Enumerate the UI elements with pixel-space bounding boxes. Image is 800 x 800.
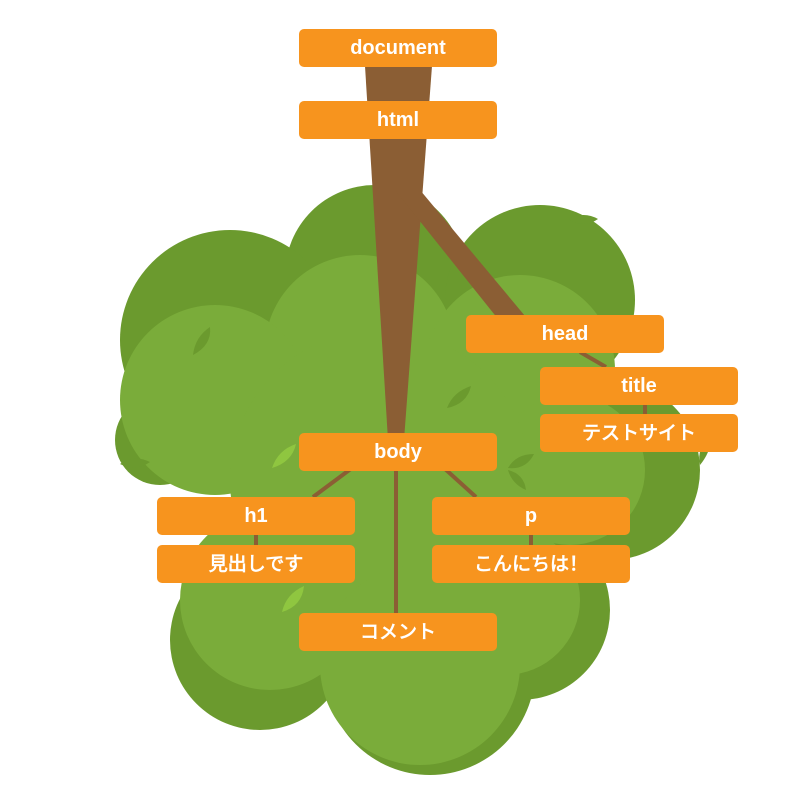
node-title-text: テストサイト bbox=[540, 414, 738, 452]
leaf-decorations bbox=[120, 215, 712, 727]
tree-trunk bbox=[365, 66, 530, 440]
node-head: head bbox=[466, 315, 664, 353]
node-h1: h1 bbox=[157, 497, 355, 535]
node-html: html bbox=[299, 101, 497, 139]
leaf-highlights bbox=[272, 444, 304, 612]
node-body: body bbox=[299, 433, 497, 471]
node-comment: コメント bbox=[299, 613, 497, 651]
node-document: document bbox=[299, 29, 497, 67]
tree-branches bbox=[254, 350, 647, 613]
node-p-text: こんにちは！ bbox=[432, 545, 630, 583]
node-p: p bbox=[432, 497, 630, 535]
node-h1-text: 見出しです bbox=[157, 545, 355, 583]
node-title: title bbox=[540, 367, 738, 405]
